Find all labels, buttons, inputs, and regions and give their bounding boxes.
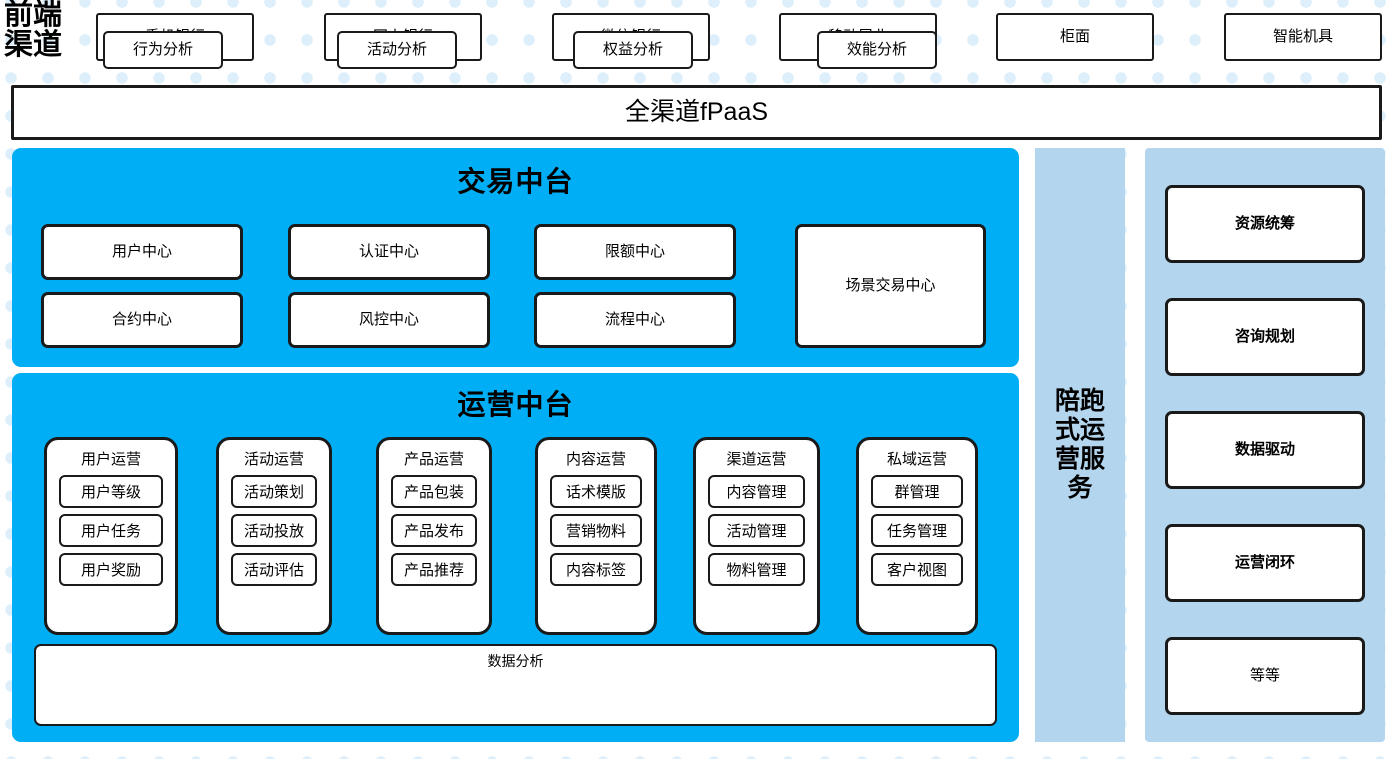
ops-column-content[interactable]: 内容运营 话术模版 营销物料 内容标签 [535,437,657,635]
trade-box-label-3: 合约中心 [111,311,172,329]
ops-column-title-1: 活动运营 [243,451,304,468]
ops-item-3-1[interactable]: 营销物料 [550,514,642,547]
channel-label-4: 柜面 [1059,28,1090,46]
ops-column-title-0: 用户运营 [80,451,141,468]
ops-item-2-1[interactable]: 产品发布 [391,514,477,547]
service-item-resource-coordination[interactable]: 资源统筹 [1165,185,1365,263]
data-analysis-box[interactable]: 数据分析 [34,644,997,726]
trade-box-contract-center[interactable]: 合约中心 [41,292,243,348]
ops-column-campaign[interactable]: 活动运营 活动策划 活动投放 活动评估 [216,437,332,635]
service-item-consulting-planning[interactable]: 咨询规划 [1165,298,1365,376]
trade-box-scenario-trade-center[interactable]: 场景交易中心 [795,224,986,348]
ops-item-2-0[interactable]: 产品包装 [391,475,477,508]
trade-box-process-center[interactable]: 流程中心 [534,292,736,348]
analysis-item-campaign[interactable]: 活动分析 [337,31,457,69]
data-analysis-title: 数据分析 [487,653,544,669]
trade-box-user-center[interactable]: 用户中心 [41,224,243,280]
front-end-channel-label-line1: 前端 [4,0,63,31]
front-end-channel-label-line2: 渠道 [4,28,63,61]
ops-item-0-1[interactable]: 用户任务 [59,514,163,547]
ops-column-title-2: 产品运营 [403,451,464,468]
trade-box-auth-center[interactable]: 认证中心 [288,224,490,280]
ops-item-1-2[interactable]: 活动评估 [231,553,317,586]
service-panel: 资源统筹 咨询规划 数据驱动 运营闭环 等等 [1145,148,1385,742]
ops-item-4-2[interactable]: 物料管理 [708,553,805,586]
channel-box-smart-machine[interactable]: 智能机具 [1224,13,1382,61]
trade-box-label-0: 用户中心 [111,243,172,261]
ops-column-private-domain[interactable]: 私域运营 群管理 任务管理 客户视图 [856,437,978,635]
front-end-channel-label: 前端 渠道 [4,0,82,61]
trade-box-label-4: 风控中心 [358,311,419,329]
trade-box-label-6: 场景交易中心 [845,277,936,295]
ops-item-4-1[interactable]: 活动管理 [708,514,805,547]
trade-box-risk-center[interactable]: 风控中心 [288,292,490,348]
trade-box-limit-center[interactable]: 限额中心 [534,224,736,280]
analysis-item-rights[interactable]: 权益分析 [573,31,693,69]
analysis-item-behavior[interactable]: 行为分析 [103,31,223,69]
ops-item-5-0[interactable]: 群管理 [871,475,963,508]
ops-column-title-5: 私域运营 [886,451,947,468]
ops-column-product[interactable]: 产品运营 产品包装 产品发布 产品推荐 [376,437,492,635]
ops-item-0-2[interactable]: 用户奖励 [59,553,163,586]
ops-item-1-0[interactable]: 活动策划 [231,475,317,508]
trade-box-label-5: 流程中心 [604,311,665,329]
companion-service-strip: 陪跑式运营服务 [1035,148,1125,742]
ops-column-user[interactable]: 用户运营 用户等级 用户任务 用户奖励 [44,437,178,635]
ops-item-3-0[interactable]: 话术模版 [550,475,642,508]
ops-item-5-1[interactable]: 任务管理 [871,514,963,547]
trade-center-title: 交易中台 [457,166,574,197]
fpaas-bar[interactable]: 全渠道fPaaS [11,85,1382,140]
ops-item-5-2[interactable]: 客户视图 [871,553,963,586]
channel-label-5: 智能机具 [1272,28,1333,46]
ops-item-3-2[interactable]: 内容标签 [550,553,642,586]
ops-column-title-4: 渠道运营 [726,451,787,468]
ops-column-title-3: 内容运营 [565,451,626,468]
trade-box-label-1: 认证中心 [358,243,419,261]
trade-box-label-2: 限额中心 [604,243,665,261]
ops-item-0-0[interactable]: 用户等级 [59,475,163,508]
service-item-etc[interactable]: 等等 [1165,637,1365,715]
companion-service-label: 陪跑式运营服务 [1054,387,1105,502]
ops-center-title: 运营中台 [457,389,574,420]
ops-item-1-1[interactable]: 活动投放 [231,514,317,547]
ops-column-channel[interactable]: 渠道运营 内容管理 活动管理 物料管理 [693,437,820,635]
fpaas-label: 全渠道fPaaS [624,98,769,127]
channel-box-counter[interactable]: 柜面 [996,13,1154,61]
ops-item-2-2[interactable]: 产品推荐 [391,553,477,586]
service-item-data-driven[interactable]: 数据驱动 [1165,411,1365,489]
ops-item-4-0[interactable]: 内容管理 [708,475,805,508]
analysis-item-efficiency[interactable]: 效能分析 [817,31,937,69]
service-item-ops-closed-loop[interactable]: 运营闭环 [1165,524,1365,602]
